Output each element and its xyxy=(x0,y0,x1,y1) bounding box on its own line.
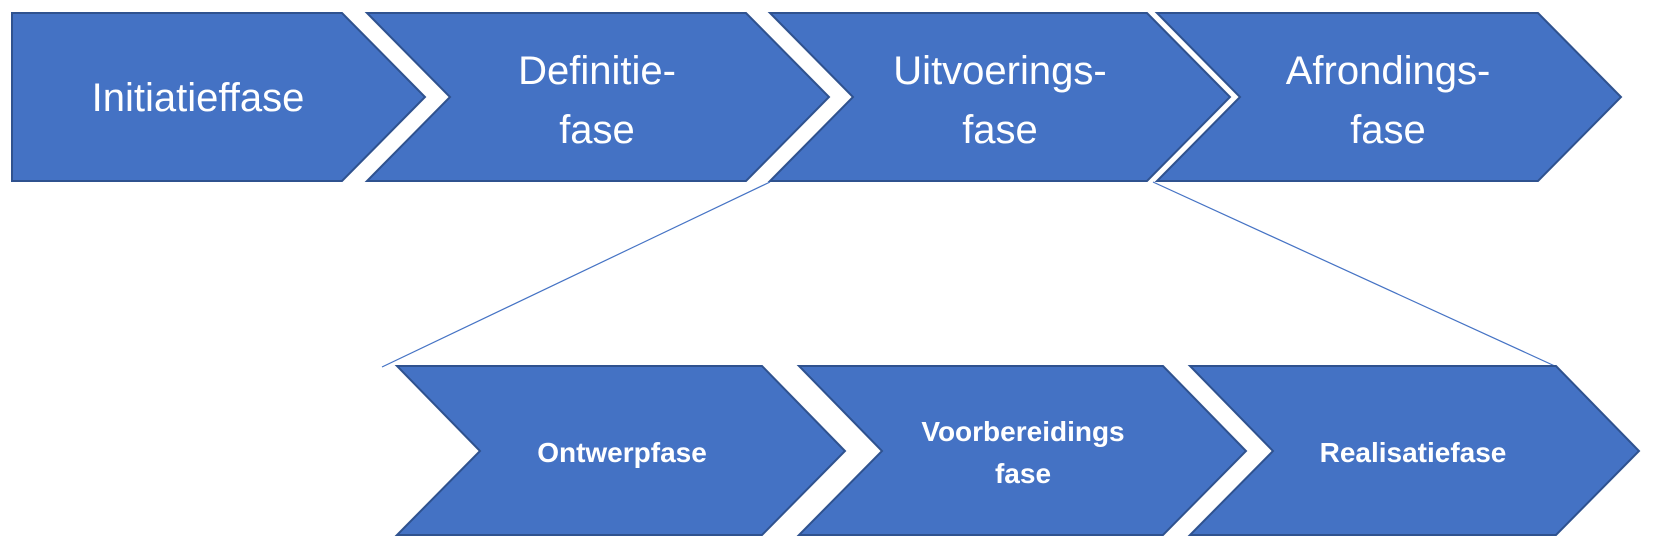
main-phase-shape-initiatief xyxy=(11,12,427,182)
main-phase-label-afronding: Afrondings- xyxy=(1286,49,1491,93)
main-phase-label-afronding-line2: fase xyxy=(1350,108,1426,152)
main-phase-shape-definitie xyxy=(364,12,831,182)
main-phase-shape-afronding xyxy=(1154,12,1623,182)
main-phase-label-uitvoering-line2: fase xyxy=(962,108,1038,152)
sub-phase-label-voorbereiding-line2: fase xyxy=(995,458,1051,489)
sub-phase-row: Ontwerpfase Voorbereidings fase Realisat… xyxy=(394,365,1641,536)
connector-right xyxy=(1152,181,1558,368)
main-phase-row: Initiatieffase Definitie- fase Uitvoerin… xyxy=(11,12,1623,182)
main-phase-label-uitvoering: Uitvoerings- xyxy=(893,49,1106,93)
sub-phase-shape-realisatie xyxy=(1187,365,1641,536)
sub-phase-label-realisatie: Realisatiefase xyxy=(1320,437,1507,468)
sub-phase-label-ontwerp: Ontwerpfase xyxy=(537,437,707,468)
main-phase-label-initiatief: Initiatieffase xyxy=(92,76,305,120)
expansion-connectors xyxy=(381,181,1558,368)
connector-left xyxy=(381,181,771,368)
sub-phase-shape-voorbereiding xyxy=(796,365,1248,536)
sub-phase-label-voorbereiding: Voorbereidings xyxy=(921,416,1124,447)
sub-phase-shape-ontwerp xyxy=(394,365,847,536)
main-phase-label-definitie-line2: fase xyxy=(559,108,635,152)
main-phase-shape-uitvoering xyxy=(767,12,1232,182)
main-phase-label-definitie: Definitie- xyxy=(518,49,676,93)
